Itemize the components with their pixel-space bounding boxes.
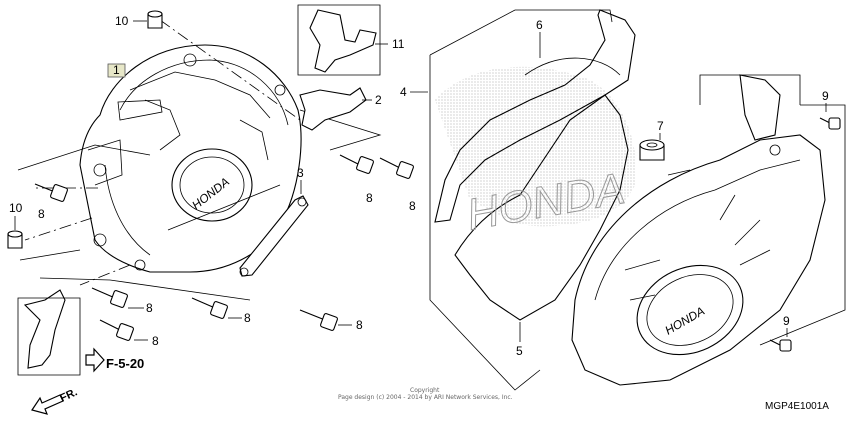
callout-10-left: 10 (9, 201, 23, 215)
callout-9-bottom: 9 (783, 314, 790, 328)
callout-3: 3 (297, 166, 304, 180)
bracket-2 (299, 87, 367, 131)
callout-8-g: 8 (356, 318, 363, 332)
callout-4: 4 (400, 85, 407, 99)
bolt-8-d (91, 287, 128, 308)
callout-8-b: 8 (366, 191, 373, 205)
bolt-8-b (339, 154, 374, 174)
callout-5: 5 (516, 344, 523, 358)
copyright-line-2: Page design (c) 2004 - 2014 by ARI Netwo… (338, 394, 513, 401)
part-1-callout-box (107, 63, 126, 78)
callout-11: 11 (392, 37, 405, 51)
bolt-8-a (34, 183, 68, 202)
bracket-11 (309, 9, 377, 73)
decal-5 (454, 94, 629, 321)
decal-6 (434, 9, 636, 223)
callout-8-a: 8 (38, 207, 45, 221)
reference-arrow (85, 347, 105, 373)
grommet-7 (639, 139, 665, 161)
screw-9-bottom (769, 339, 792, 352)
callout-10-top: 10 (115, 14, 129, 28)
bolt-8-f (191, 297, 228, 319)
callout-6: 6 (536, 18, 543, 32)
callout-8-c: 8 (409, 199, 416, 213)
bolt-8-c (379, 157, 414, 179)
front-arrow (31, 394, 64, 415)
callout-8-f: 8 (244, 311, 251, 325)
callout-8-d: 8 (146, 301, 153, 315)
callout-2: 2 (375, 93, 382, 107)
outer-cover: HONDA (571, 74, 826, 386)
front-label: FR. (58, 386, 79, 404)
collar-10-top (147, 10, 163, 29)
reference-label: F-5-20 (106, 356, 144, 371)
bolt-8-e (99, 319, 134, 341)
callout-7: 7 (657, 119, 664, 133)
callout-9-top: 9 (822, 89, 829, 103)
callout-1: 1 (113, 63, 120, 77)
copyright-line-1: Copyright (410, 387, 440, 394)
plate-3 (239, 195, 309, 277)
diagram-code: MGP4E1001A (765, 401, 829, 412)
callout-8-e: 8 (152, 334, 159, 348)
screw-9-top (819, 117, 841, 130)
left-crankcase-cover: HONDA (79, 44, 302, 273)
collar-10-left (7, 230, 23, 249)
bolt-8-g (299, 309, 338, 331)
bracket-lower-left (23, 289, 66, 369)
